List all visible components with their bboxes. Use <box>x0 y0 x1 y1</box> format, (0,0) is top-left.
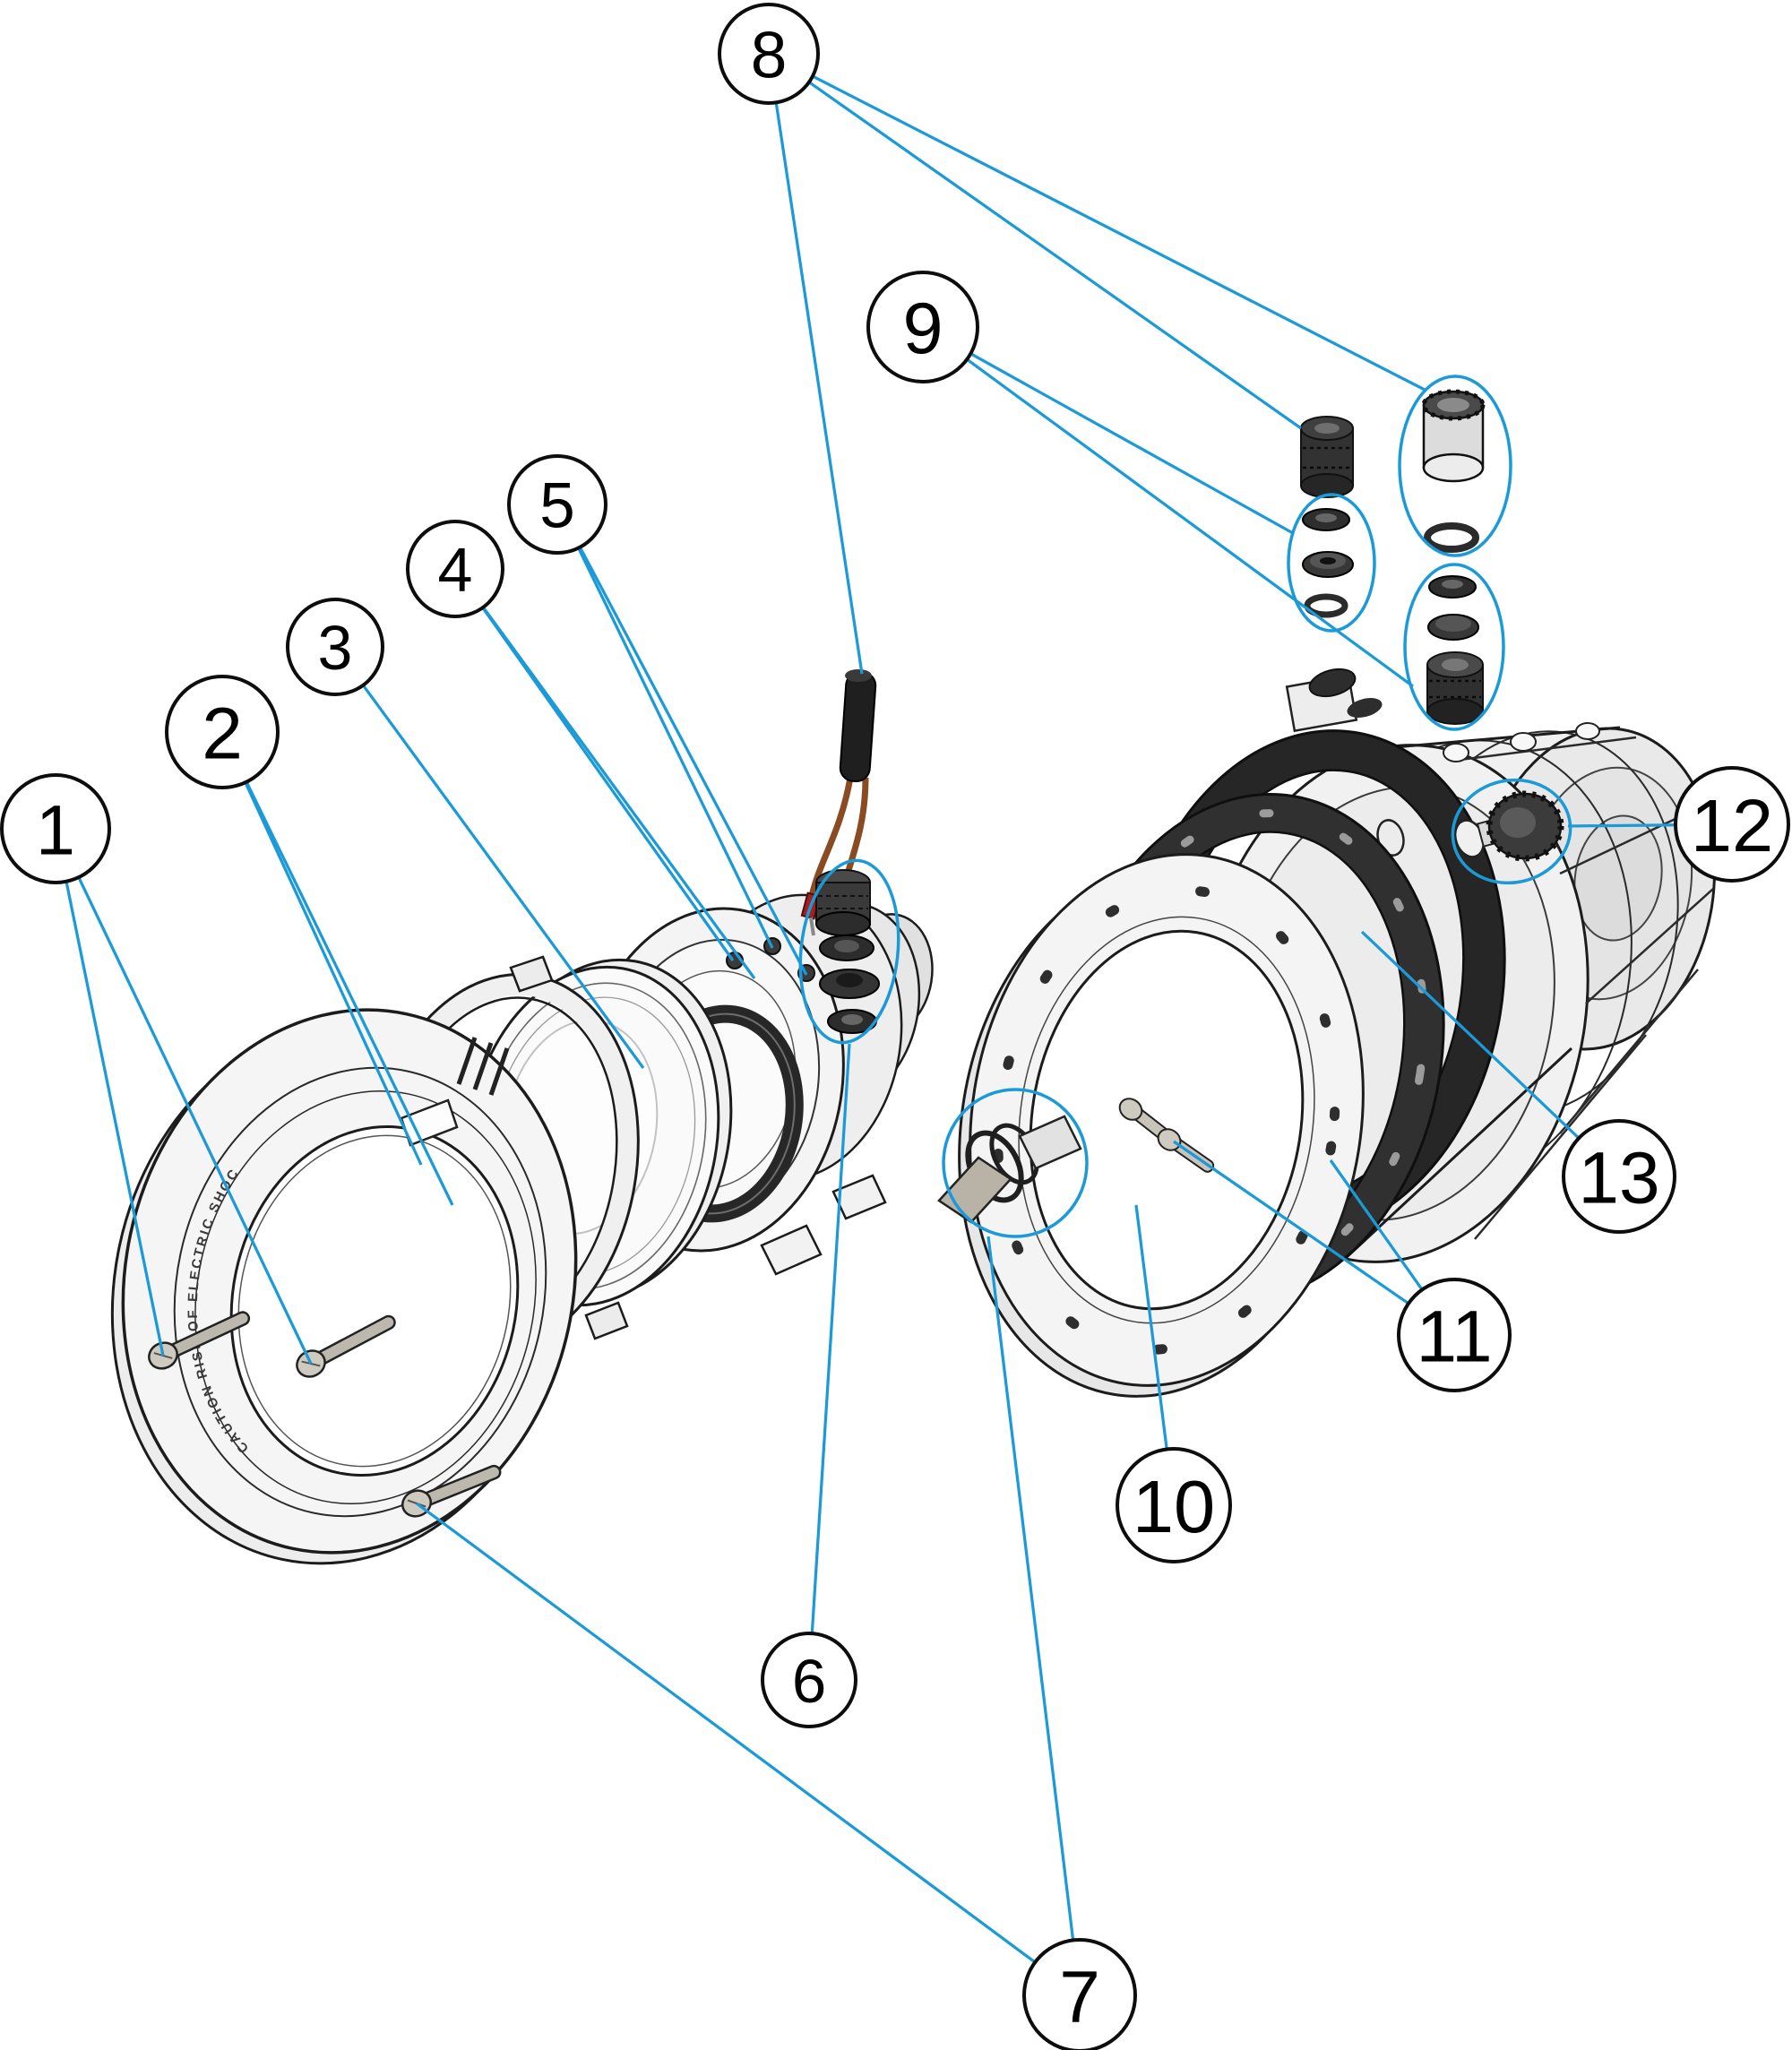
callout-1: 1 <box>0 773 111 884</box>
leader-line-12 <box>1567 823 1676 828</box>
leader-lines <box>65 74 1676 1964</box>
detail-ellipse-gland-a <box>1287 493 1376 633</box>
drain-plug <box>1453 790 1564 862</box>
detail-ellipse-gland-b-top <box>1398 375 1512 557</box>
callout-9: 9 <box>866 271 979 383</box>
leader-line-4 <box>481 606 756 979</box>
leader-line-11 <box>1329 1159 1424 1291</box>
callout-number-5: 5 <box>539 471 575 542</box>
leader-line-9 <box>969 352 1294 535</box>
callout-3: 3 <box>286 598 384 696</box>
leader-line-8 <box>774 102 864 675</box>
callout-5: 5 <box>507 454 607 555</box>
leader-line-9 <box>966 357 1414 688</box>
callout-6: 6 <box>761 1632 857 1728</box>
callout-number-1: 1 <box>36 789 75 869</box>
cable-gland-set-b <box>1421 389 1486 725</box>
leader-line-6 <box>810 1043 851 1634</box>
callout-number-12: 12 <box>1691 784 1773 867</box>
bezel-vent-marks <box>456 1037 510 1096</box>
callout-2: 2 <box>165 675 280 789</box>
leader-line-13 <box>1360 930 1581 1140</box>
callout-number-2: 2 <box>202 693 243 775</box>
leader-line-1 <box>77 876 313 1365</box>
callout-number-8: 8 <box>751 19 788 91</box>
leader-line-5 <box>578 546 808 976</box>
callout-12: 12 <box>1674 766 1790 883</box>
detail-ellipse-gland-b-bottom <box>1403 563 1505 731</box>
detail-ellipse-plug <box>1451 778 1572 885</box>
leader-line-5 <box>577 547 774 949</box>
leader-line-4 <box>481 607 735 961</box>
leader-line-7 <box>986 1236 1075 1941</box>
callout-number-10: 10 <box>1133 1465 1215 1548</box>
callout-number-13: 13 <box>1578 1138 1659 1219</box>
callout-number-11: 11 <box>1416 1296 1492 1378</box>
callout-8: 8 <box>718 3 820 105</box>
callout-4: 4 <box>406 520 504 618</box>
callout-10: 10 <box>1116 1447 1232 1563</box>
leader-line-2 <box>245 780 454 1206</box>
callout-number-9: 9 <box>902 289 943 369</box>
callout-13: 13 <box>1562 1119 1676 1234</box>
detail-ellipse-gland-stack <box>798 858 900 1045</box>
cable-gland-set-a <box>1300 416 1354 618</box>
callout-number-3: 3 <box>318 613 353 683</box>
leader-line-2 <box>244 781 423 1166</box>
detail-ellipse-clip <box>942 1088 1089 1238</box>
niche-flange-ring <box>958 853 1365 1398</box>
callout-11: 11 <box>1397 1278 1512 1392</box>
leader-line-8 <box>808 81 1302 430</box>
callout-number-6: 6 <box>792 1647 826 1716</box>
leader-line-3 <box>361 684 645 1069</box>
leader-line-1 <box>65 881 165 1357</box>
leader-line-11 <box>1173 1140 1409 1305</box>
lamp-gland-stack <box>815 869 880 1034</box>
callout-7: 7 <box>1022 1938 1137 2050</box>
leader-line-7 <box>416 1502 1037 1964</box>
callout-number-4: 4 <box>438 535 473 605</box>
callout-number-7: 7 <box>1059 1957 1100 2038</box>
leader-line-8 <box>812 74 1427 392</box>
cable-entry-hole <box>1308 668 1357 698</box>
leader-line-10 <box>1134 1204 1168 1450</box>
